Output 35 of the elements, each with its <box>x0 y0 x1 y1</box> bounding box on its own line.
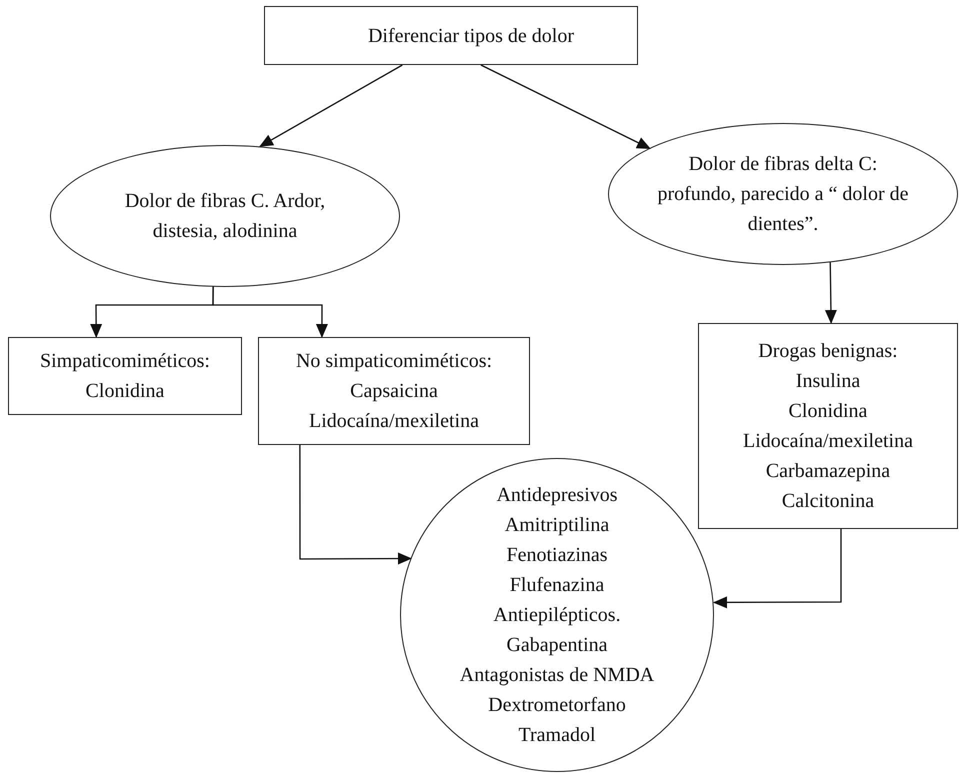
node-text: Gabapentina <box>506 633 608 658</box>
node-text: Dextrometorfano <box>488 693 626 718</box>
heading-text: Drogas benignas: <box>758 339 898 364</box>
arrow <box>480 64 651 150</box>
node-text: Antiepilépticos. <box>493 603 621 628</box>
node-text: Tramadol <box>518 723 596 748</box>
treatment-box <box>258 337 530 445</box>
node-text: Dolor de fibras delta C: profundo, parecido a “ dolor de dientes”. <box>656 152 910 237</box>
node-text: Fenotiazinas <box>506 543 608 568</box>
node-text: Lidocaína/mexiletina <box>743 429 913 454</box>
category-ellipse <box>50 145 400 287</box>
node-text: Clonidina <box>86 379 164 404</box>
arrow <box>713 529 842 608</box>
category-ellipse <box>608 123 958 265</box>
treatment-box <box>8 337 242 415</box>
node-text: Clonidina <box>788 399 868 424</box>
node-text: Insulina <box>796 369 860 394</box>
node-text: Dolor de fibras C. Ardor, distesia, alodinina <box>124 189 326 244</box>
heading-text: Antidepresivos <box>496 483 618 508</box>
heading-text: No simpaticomiméticos: <box>296 349 492 374</box>
treatment-box <box>698 323 958 529</box>
treatment-circle <box>400 458 714 772</box>
node-text: Diferenciar tipos de dolor <box>368 24 574 48</box>
arrow <box>259 64 403 147</box>
node-text: Lidocaína/mexiletina <box>309 409 479 434</box>
node-text: Capsaicina <box>350 379 438 404</box>
node-text: Calcitonina <box>782 489 874 514</box>
node-text: Flufenazina <box>510 573 604 598</box>
start-box <box>264 6 638 65</box>
arrow <box>212 286 328 338</box>
node-text: Carbamazepina <box>766 459 890 484</box>
arrow <box>299 445 412 565</box>
heading-text: Simpaticomiméticos: <box>40 349 210 374</box>
node-text: Antagonistas de NMDA <box>460 663 654 688</box>
node-text: Amitriptilina <box>504 513 610 538</box>
